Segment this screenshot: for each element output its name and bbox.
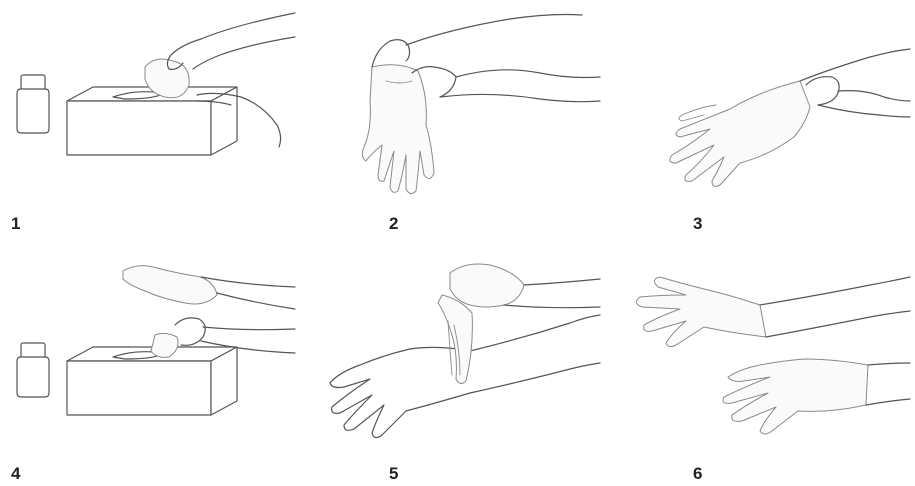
- gloved-left-hand: [670, 81, 810, 186]
- stretched-glove: [438, 295, 472, 384]
- step-2-illustration: [310, 5, 600, 205]
- step-1-illustration: [5, 5, 295, 205]
- step-6-panel: [620, 255, 910, 455]
- step-number: 5: [389, 465, 398, 482]
- step-5-panel: [310, 255, 600, 455]
- step-1-panel: [5, 5, 295, 205]
- sanitizer-bottle: [17, 75, 49, 133]
- step-number: 1: [11, 215, 20, 232]
- step-3-panel: [620, 5, 910, 205]
- hanging-glove: [362, 65, 434, 194]
- bare-left-hand: [330, 349, 470, 438]
- gloved-upper-hand: [636, 277, 766, 347]
- step-6-illustration: [620, 255, 910, 455]
- step-number: 2: [389, 215, 398, 232]
- sanitizer-bottle: [17, 343, 49, 397]
- step-4-panel: [5, 255, 295, 455]
- step-3-illustration: [620, 5, 910, 205]
- step-5-illustration: [310, 255, 600, 455]
- right-arm: [167, 13, 295, 69]
- gloved-hand: [123, 266, 217, 304]
- glove-box: [67, 347, 237, 415]
- glove-box: [67, 87, 237, 155]
- gloved-lower-hand: [723, 359, 868, 434]
- step-2-panel: [310, 5, 600, 205]
- right-hand: [806, 77, 839, 105]
- step-4-illustration: [5, 255, 295, 455]
- step-number: 4: [11, 465, 20, 482]
- step-number: 3: [693, 215, 702, 232]
- gloved-right-hand: [450, 264, 524, 307]
- step-number: 6: [693, 465, 702, 482]
- left-hand: [372, 40, 410, 67]
